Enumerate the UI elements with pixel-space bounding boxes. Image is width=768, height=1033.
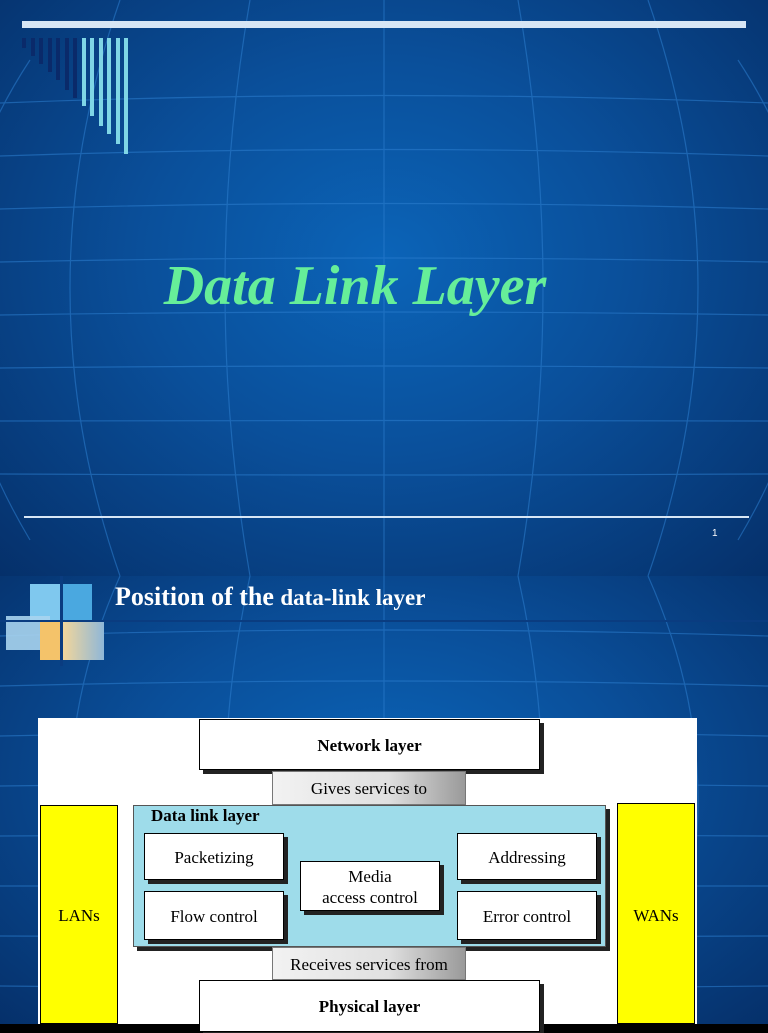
media-access-control-box: Media access control (300, 861, 440, 911)
wans-box: WANs (617, 803, 695, 1024)
physical-layer-label: Physical layer (318, 997, 421, 1016)
title-part-2: data-link layer (280, 585, 426, 610)
packetizing-label: Packetizing (174, 848, 254, 867)
bottom-rule (24, 516, 749, 518)
title-slide: Data Link Layer 1 (0, 0, 768, 576)
gives-services-label: Gives services to (310, 779, 428, 798)
receives-services-box: Receives services from (272, 947, 466, 980)
receives-services-label: Receives services from (290, 955, 448, 974)
addressing-label: Addressing (488, 848, 566, 867)
media-label-line2: access control (322, 888, 418, 907)
physical-layer-box: Physical layer (199, 980, 540, 1032)
data-link-layer-diagram: Network layer Gives services to LANs WAN… (38, 718, 697, 1032)
data-link-layer-box: Data link layer Packetizing Addressing M… (133, 805, 606, 947)
packetizing-box: Packetizing (144, 833, 284, 880)
top-rule (22, 21, 746, 28)
slide-title: Data Link Layer (163, 255, 547, 317)
network-layer-box: Network layer (199, 719, 540, 770)
globe-grid-background (0, 0, 768, 576)
error-control-box: Error control (457, 891, 597, 940)
media-label-line1: Media (348, 867, 392, 886)
gives-services-box: Gives services to (272, 771, 466, 805)
wans-label: WANs (633, 906, 679, 925)
data-link-layer-label: Data link layer (151, 806, 260, 825)
flow-control-label: Flow control (170, 907, 258, 926)
decorative-squares (0, 576, 768, 666)
lans-label: LANs (58, 906, 100, 925)
lans-box: LANs (40, 805, 118, 1024)
addressing-box: Addressing (457, 833, 597, 880)
flow-control-box: Flow control (144, 891, 284, 940)
slide-title: Position of the data-link layer (115, 582, 425, 612)
title-part-1: Position of the (115, 582, 281, 611)
error-control-label: Error control (482, 907, 572, 926)
decorative-bars (22, 38, 128, 154)
page-number: 1 (712, 528, 718, 539)
network-layer-label: Network layer (317, 736, 422, 755)
